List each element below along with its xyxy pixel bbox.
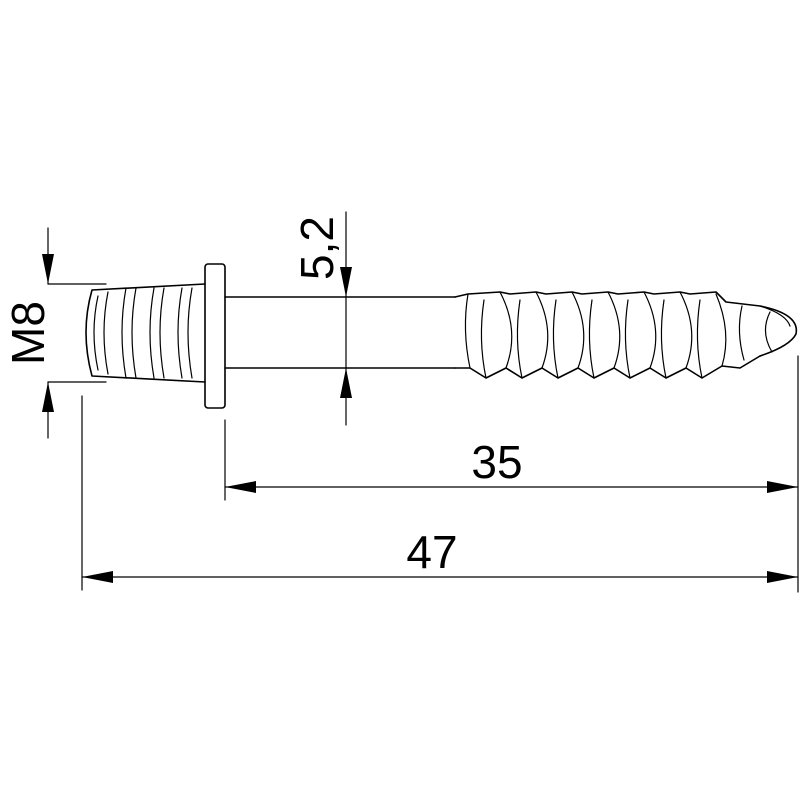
- dimension-arrow: [767, 481, 798, 493]
- total-length-dimension: 47: [81, 395, 799, 591]
- dimension-arrow: [340, 267, 352, 297]
- dimension-arrow: [42, 254, 54, 284]
- screw-length-dimension: 35: [224, 355, 799, 593]
- total-length-label: 47: [406, 526, 457, 578]
- dimension-arrow: [225, 481, 256, 493]
- machine-thread: [85, 283, 206, 383]
- thread-dimension: M8: [2, 227, 107, 439]
- screw-length-label: 35: [471, 436, 522, 488]
- dimension-arrow: [82, 571, 113, 583]
- dimension-arrow: [340, 368, 352, 398]
- shank-dimension: 5,2: [291, 211, 352, 426]
- thread-label: M8: [2, 301, 54, 365]
- wood-thread: [454, 291, 798, 379]
- shank: [224, 296, 456, 369]
- screw-body: [85, 263, 798, 409]
- shank-diameter-label: 5,2: [291, 216, 343, 280]
- collar: [204, 263, 226, 409]
- dimension-arrow: [767, 571, 798, 583]
- dimension-arrow: [42, 382, 54, 412]
